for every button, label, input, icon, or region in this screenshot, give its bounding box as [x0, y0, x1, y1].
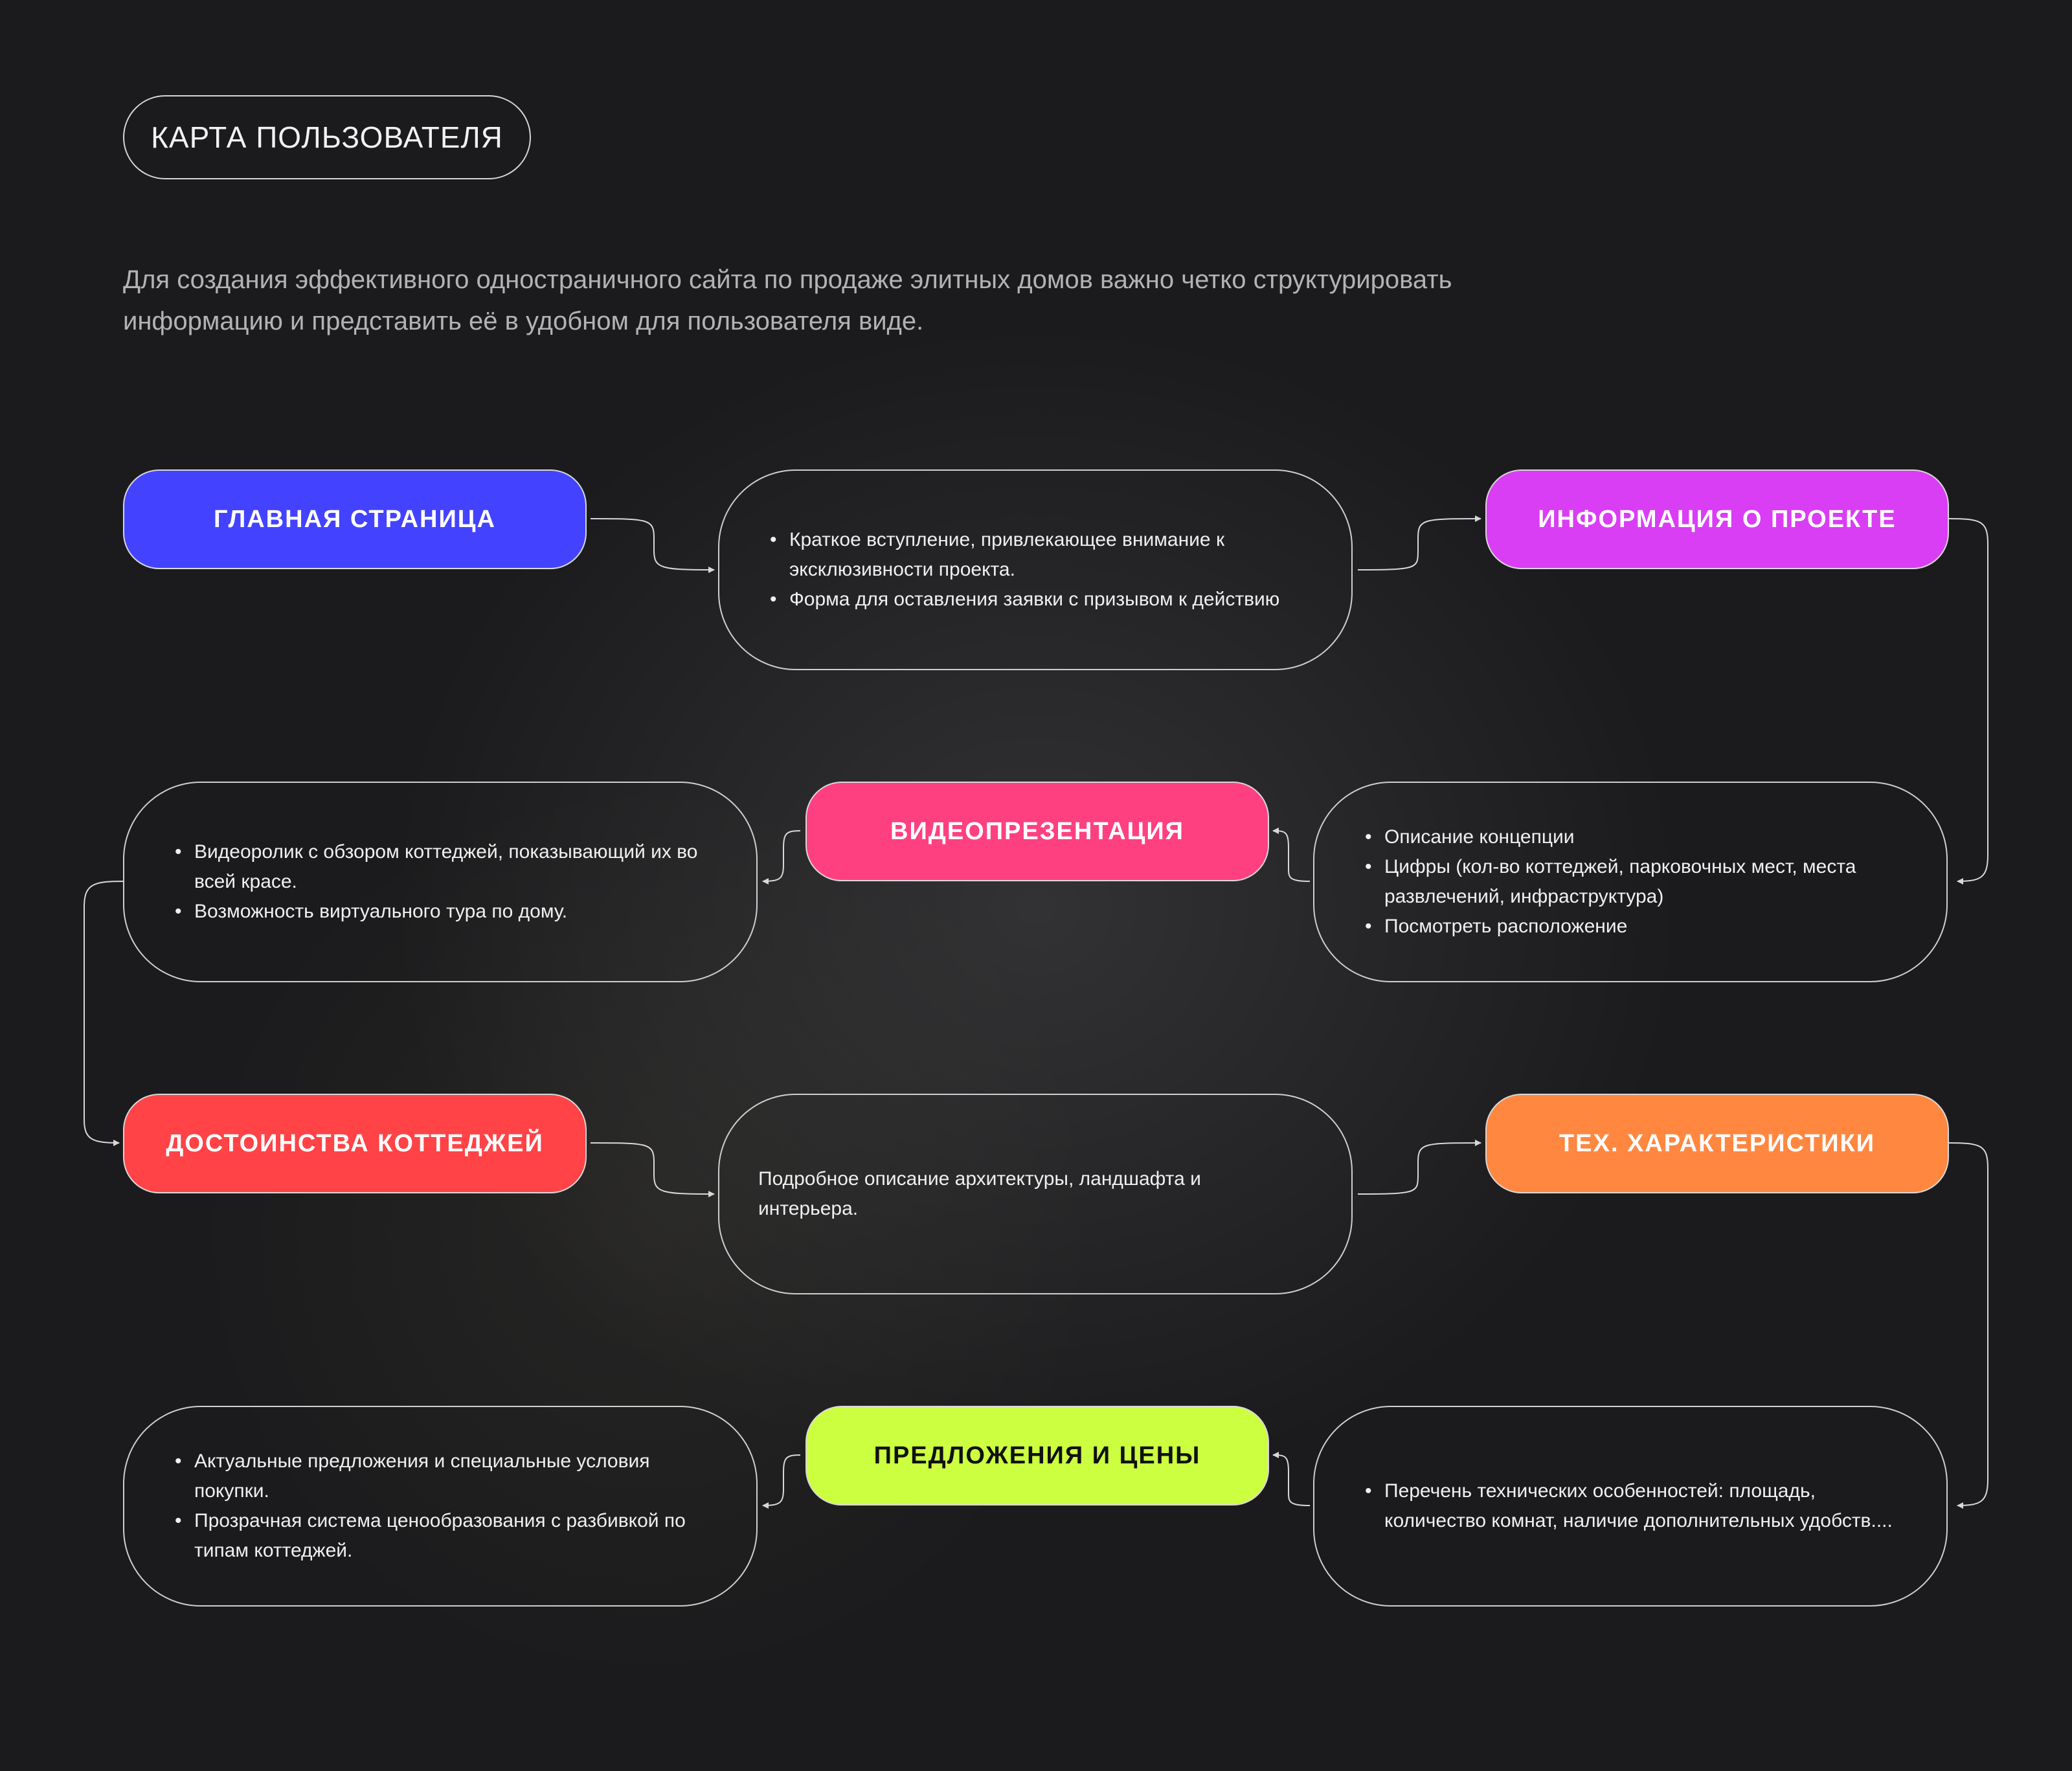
- list-item: Цифры (кол-во коттеджей, парковочных мес…: [1365, 852, 1946, 912]
- arrow-video-to-video-details: [762, 830, 801, 885]
- arrow-advantages-to-details: [590, 1142, 715, 1197]
- arrow-tech-details-to-prices: [1272, 1452, 1311, 1506]
- stage-home: ГЛАВНАЯ СТРАНИЦА: [123, 469, 587, 569]
- arrow-prices-to-price-details: [762, 1454, 801, 1509]
- arrow-tech-to-tech-details: [1948, 1142, 1988, 1509]
- arrow-info-details-to-video: [1272, 828, 1311, 882]
- list-item: Форма для оставления заявки с призывом к…: [770, 585, 1351, 615]
- details-home: Краткое вступление, привлекающее внимани…: [718, 469, 1353, 670]
- details-prices: Актуальные предложения и специальные усл…: [123, 1406, 758, 1607]
- stage-video: ВИДЕОПРЕЗЕНТАЦИЯ: [805, 782, 1269, 881]
- arrow-details-to-info: [1357, 515, 1481, 570]
- arrow-video-details-to-advantages: [84, 881, 124, 1146]
- stage-tech: ТЕХ. ХАРАКТЕРИСТИКИ: [1485, 1094, 1949, 1193]
- list-item: Прозрачная система ценообразования с раз…: [175, 1506, 756, 1566]
- stage-info: ИНФОРМАЦИЯ О ПРОЕКТЕ: [1485, 469, 1949, 569]
- list-item: Возможность виртуального тура по дому.: [175, 897, 756, 927]
- list-item: Краткое вступление, привлекающее внимани…: [770, 525, 1351, 585]
- list-item: Видеоролик с обзором коттеджей, показыва…: [175, 837, 756, 897]
- page-title: КАРТА ПОЛЬЗОВАТЕЛЯ: [123, 95, 531, 179]
- stage-prices: ПРЕДЛОЖЕНИЯ И ЦЕНЫ: [805, 1406, 1269, 1506]
- list-item: Актуальные предложения и специальные усл…: [175, 1447, 756, 1506]
- details-video: Видеоролик с обзором коттеджей, показыва…: [123, 782, 758, 982]
- details-tech: Перечень технических особенностей: площа…: [1313, 1406, 1948, 1607]
- list-item: Посмотреть расположение: [1365, 912, 1946, 942]
- details-info: Описание концепции Цифры (кол-во коттедж…: [1313, 782, 1948, 982]
- arrow-home-to-details: [590, 518, 715, 573]
- details-text: Подробное описание архитектуры, ландшафт…: [758, 1168, 1201, 1219]
- details-advantages: Подробное описание архитектуры, ландшафт…: [718, 1094, 1353, 1294]
- intro-text: Для создания эффективного одностраничног…: [123, 265, 1452, 335]
- list-item: Описание концепции: [1365, 822, 1946, 852]
- arrow-info-to-info-details: [1948, 518, 1988, 885]
- list-item: Перечень технических особенностей: площа…: [1365, 1476, 1946, 1536]
- arrow-details-to-tech: [1357, 1140, 1481, 1195]
- stage-advantages: ДОСТОИНСТВА КОТТЕДЖЕЙ: [123, 1094, 587, 1193]
